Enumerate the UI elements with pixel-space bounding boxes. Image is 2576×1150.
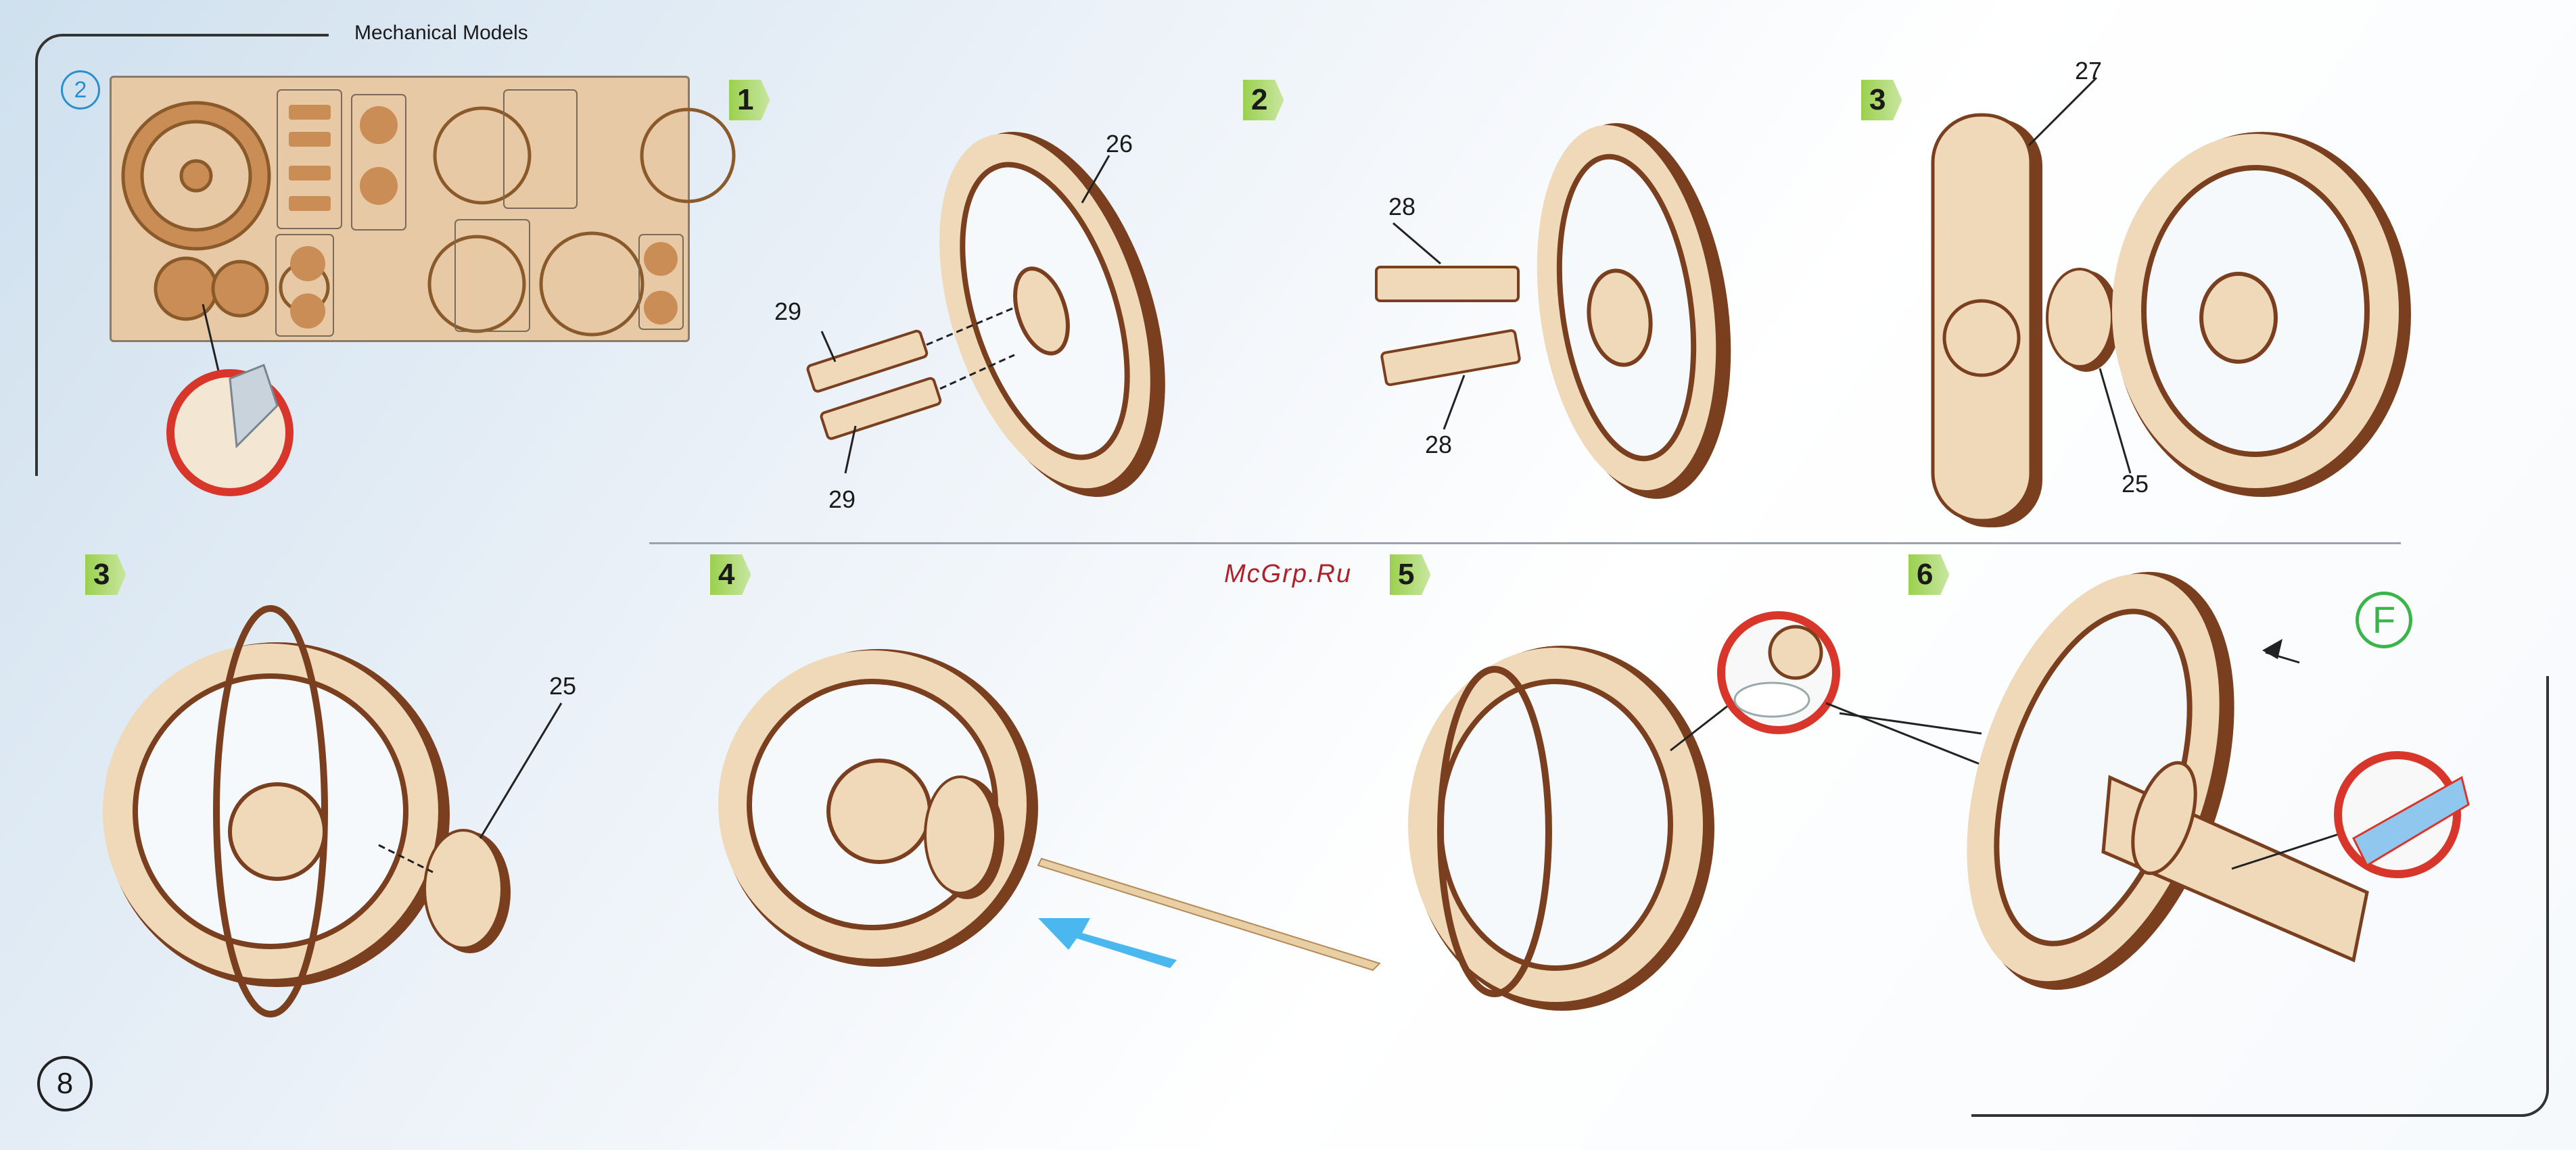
step2-pins bbox=[1376, 223, 1520, 429]
part-label-28-bottom: 28 bbox=[1425, 431, 1452, 459]
watermark: McGrp.Ru bbox=[1224, 560, 1352, 589]
part-label-25-b: 25 bbox=[549, 672, 576, 700]
part-label-29-top: 29 bbox=[774, 297, 801, 326]
marker-f: F bbox=[2356, 592, 2412, 648]
part-label-29-bottom: 29 bbox=[828, 485, 856, 514]
step3-gear bbox=[2112, 132, 2411, 497]
step3b-assembly bbox=[103, 608, 561, 1014]
step4-assembly bbox=[718, 649, 1380, 970]
toothpick bbox=[1038, 859, 1380, 970]
part-label-27: 27 bbox=[2075, 57, 2102, 85]
part-label-26: 26 bbox=[1106, 130, 1133, 158]
cutting-knife-callout bbox=[170, 365, 289, 492]
step2-gear bbox=[1515, 111, 1753, 511]
part-label-25: 25 bbox=[2122, 470, 2149, 498]
part-label-28-top: 28 bbox=[1388, 193, 1415, 221]
step5-assembly bbox=[1408, 615, 1836, 1011]
insert-arrow bbox=[1038, 918, 1177, 968]
step1-gear bbox=[899, 104, 1207, 525]
page-number: 8 bbox=[37, 1056, 93, 1111]
